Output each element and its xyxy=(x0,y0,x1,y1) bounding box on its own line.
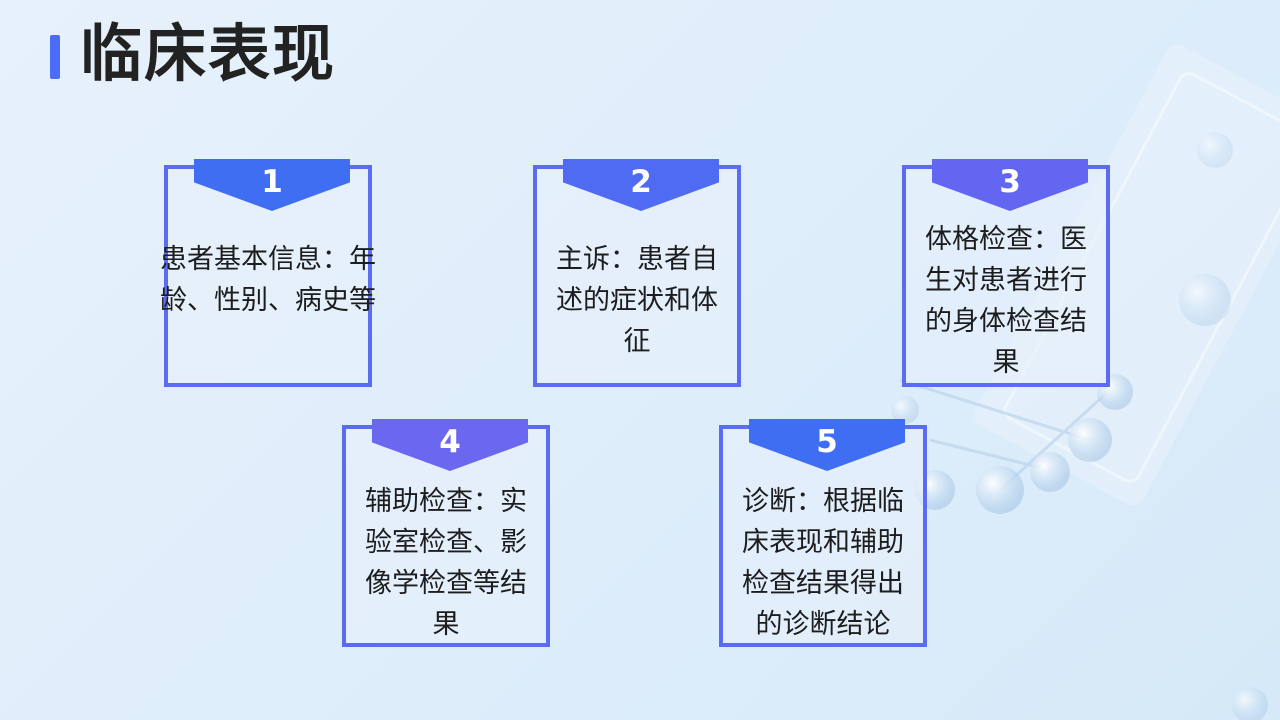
card-2: 2 主诉：患者自述的症状和体征 xyxy=(533,159,741,387)
card-3-number-badge: 3 xyxy=(932,159,1088,211)
card-4-text: 辅助检查：实验室检查、影像学检查等结果 xyxy=(365,486,527,640)
card-2-number: 2 xyxy=(630,164,652,200)
card-1-number-badge: 1 xyxy=(194,159,350,211)
card-5-text: 诊断：根据临床表现和辅助检查结果得出的诊断结论 xyxy=(742,486,904,640)
page-title: 临床表现 xyxy=(80,17,337,90)
card-1: 1 患者基本信息：年龄、性别、病史等 xyxy=(160,159,376,387)
card-3: 3 体格检查：医生对患者进行的身体检查结果 xyxy=(902,159,1110,387)
card-3-number: 3 xyxy=(999,164,1021,200)
card-1-number: 1 xyxy=(261,164,283,200)
card-4-number: 4 xyxy=(439,424,461,460)
card-2-text: 主诉：患者自述的症状和体征 xyxy=(556,244,718,357)
card-5-number-badge: 5 xyxy=(749,419,905,471)
card-4: 4 辅助检查：实验室检查、影像学检查等结果 xyxy=(342,419,550,647)
card-5-number: 5 xyxy=(816,424,838,460)
card-2-number-badge: 2 xyxy=(563,159,719,211)
card-3-text: 体格检查：医生对患者进行的身体检查结果 xyxy=(925,224,1087,378)
title-accent-bar xyxy=(50,35,60,79)
card-1-text: 患者基本信息：年龄、性别、病史等 xyxy=(160,244,376,316)
card-4-number-badge: 4 xyxy=(372,419,528,471)
card-5: 5 诊断：根据临床表现和辅助检查结果得出的诊断结论 xyxy=(719,419,927,647)
